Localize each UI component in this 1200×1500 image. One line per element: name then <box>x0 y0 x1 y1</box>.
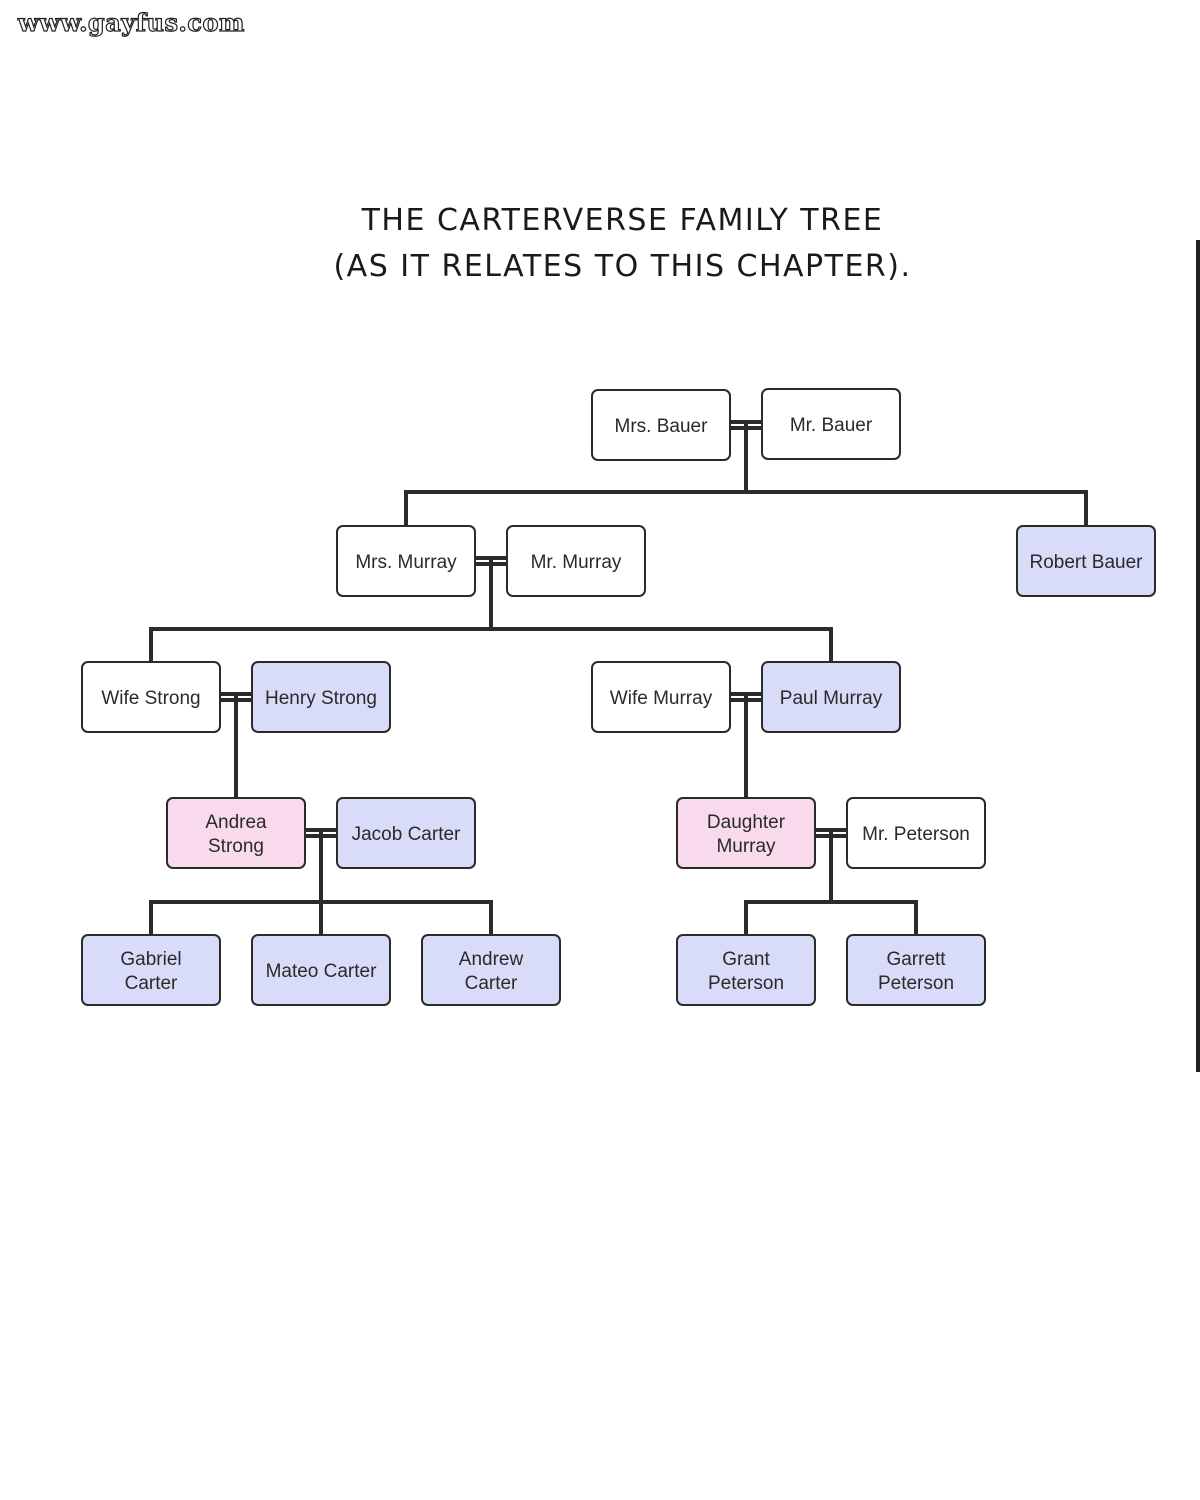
person-name: Jacob Carter <box>352 824 461 845</box>
person-name: Garrett <box>886 949 946 970</box>
person-node-mr-murray: Mr. Murray <box>506 525 646 597</box>
diagram-subtitle: (AS IT RELATES TO THIS CHAPTER). <box>333 249 912 284</box>
person-node-paul-murray: Paul Murray <box>761 661 901 733</box>
person-box <box>81 934 221 1006</box>
person-name: Mateo Carter <box>266 961 378 982</box>
person-box <box>251 934 391 1006</box>
person-name: Henry Strong <box>265 688 377 709</box>
person-node-robert-bauer: Robert Bauer <box>1016 525 1156 597</box>
person-box <box>1016 525 1156 597</box>
person-name: Mr. Murray <box>531 552 622 573</box>
person-node-mrs-bauer: Mrs. Bauer <box>591 389 731 461</box>
person-name: Peterson <box>708 973 784 994</box>
person-name: Wife Murray <box>610 688 713 709</box>
person-node-mr-peterson: Mr. Peterson <box>846 797 986 869</box>
person-box <box>676 797 816 869</box>
person-node-mrs-murray: Mrs. Murray <box>336 525 476 597</box>
person-name: Peterson <box>878 973 954 994</box>
person-name: Carter <box>125 973 178 994</box>
person-box <box>846 934 986 1006</box>
person-box <box>676 934 816 1006</box>
person-box <box>591 389 731 461</box>
person-name: Daughter <box>707 812 786 833</box>
person-name: Murray <box>716 836 776 857</box>
person-name: Mr. Peterson <box>862 824 970 845</box>
person-name: Grant <box>722 949 770 970</box>
person-name: Wife Strong <box>101 688 200 709</box>
person-node-mateo-carter: Mateo Carter <box>251 934 391 1006</box>
person-box <box>761 661 901 733</box>
person-box <box>421 934 561 1006</box>
person-name: Carter <box>465 973 518 994</box>
person-name: Paul Murray <box>780 688 883 709</box>
person-box <box>336 797 476 869</box>
person-node-mr-bauer: Mr. Bauer <box>761 388 901 460</box>
person-name: Strong <box>208 836 264 857</box>
watermark: www.gayfus.com <box>17 7 245 37</box>
person-name: Andrew <box>459 949 524 970</box>
person-node-jacob-carter: Jacob Carter <box>336 797 476 869</box>
person-box <box>761 388 901 460</box>
connector-lines <box>149 420 1088 937</box>
person-box <box>846 797 986 869</box>
person-name: Robert Bauer <box>1029 552 1143 573</box>
person-box <box>336 525 476 597</box>
person-node-wife-murray: Wife Murray <box>591 661 731 733</box>
person-node-henry-strong: Henry Strong <box>251 661 391 733</box>
person-name: Mrs. Bauer <box>615 416 709 437</box>
person-box <box>591 661 731 733</box>
person-name: Mr. Bauer <box>790 415 873 436</box>
person-box <box>166 797 306 869</box>
person-node-wife-strong: Wife Strong <box>81 661 221 733</box>
diagram-title: THE CARTERVERSE FAMILY TREE <box>361 203 884 238</box>
person-name: Mrs. Murray <box>355 552 457 573</box>
page-edge-divider <box>1196 240 1200 1072</box>
person-box <box>251 661 391 733</box>
person-box <box>81 661 221 733</box>
person-name: Andrea <box>205 812 267 833</box>
person-box <box>506 525 646 597</box>
person-name: Gabriel <box>120 949 181 970</box>
